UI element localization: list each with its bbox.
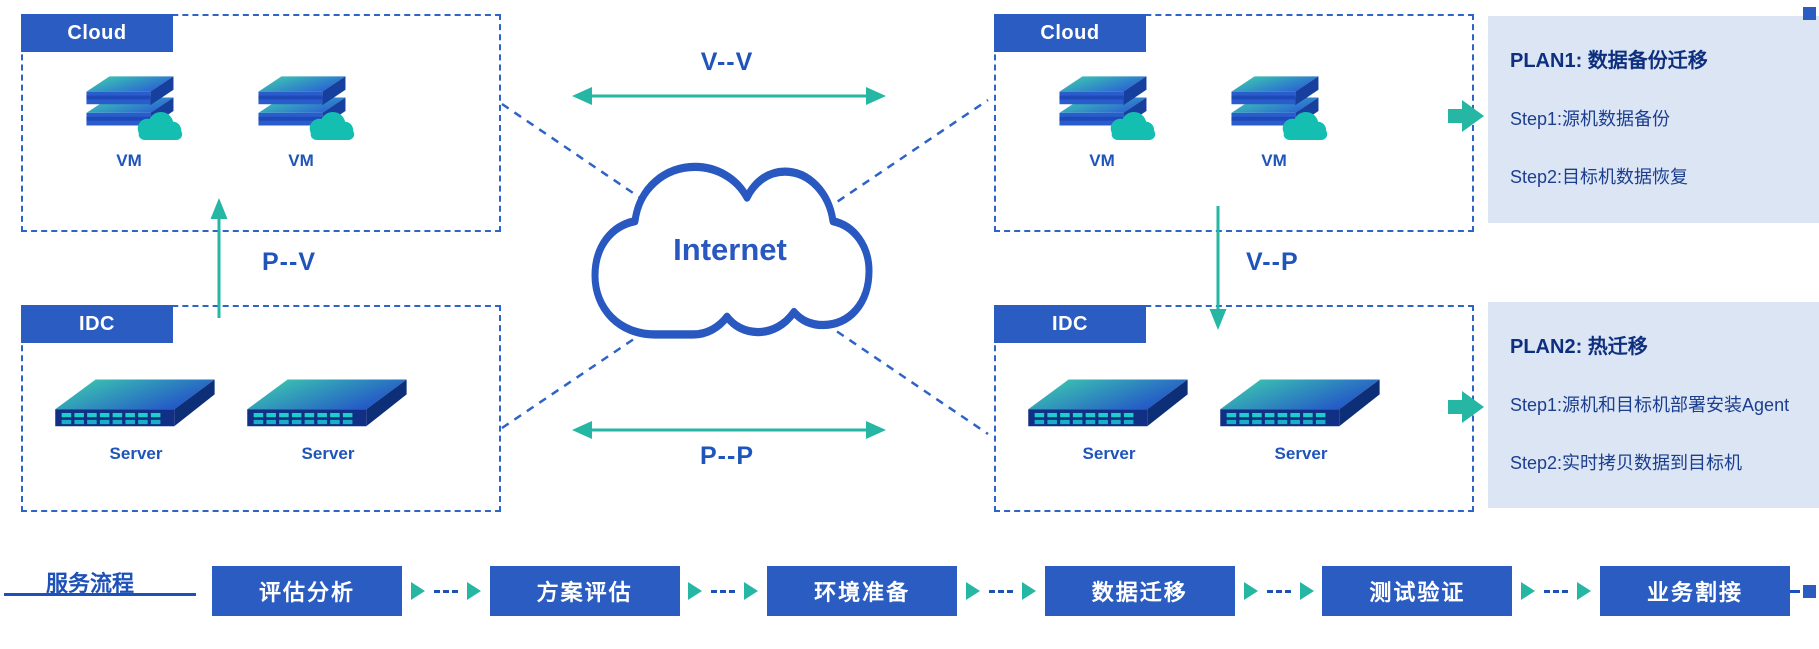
flow-step-2: 方案评估 <box>489 566 680 616</box>
idc-group-left: IDC Server Server <box>21 305 501 512</box>
vm-label: VM <box>288 151 314 170</box>
vm-icon <box>1216 76 1332 146</box>
flow-arrow-icon <box>1577 582 1592 600</box>
idc-left-tag: IDC <box>21 305 173 343</box>
flow-end-marker <box>1789 584 1819 598</box>
flow-arrow-icon <box>744 582 759 600</box>
cloud-left-tag: Cloud <box>21 14 173 52</box>
plan1-title: PLAN1: 数据备份迁移 <box>1510 50 1708 72</box>
cloud-right-content: VM VM <box>996 16 1472 171</box>
idc-group-right: IDC Server Server <box>994 305 1474 512</box>
plan1-step2: Step2:目标机数据恢复 <box>1510 167 1689 187</box>
flow-step-6: 业务割接 <box>1599 566 1790 616</box>
server-device: Server <box>1024 371 1194 464</box>
vm-icon <box>71 76 187 146</box>
flow-arrow-icon <box>965 582 980 600</box>
server-label: Server <box>1274 444 1328 463</box>
flow-step-5: 测试验证 <box>1322 566 1513 616</box>
plan2-step2: Step2:实时拷贝数据到目标机 <box>1510 453 1743 473</box>
internet-label: Internet <box>673 232 787 267</box>
flow-arrow-icon <box>1243 582 1258 600</box>
flow-connector <box>1235 582 1323 600</box>
service-flow: 服务流程 评估分析 方案评估 环境准备 数据迁移 测试验证 <box>0 566 1819 616</box>
server-device: Server <box>1216 371 1386 464</box>
vm-device: VM <box>1216 76 1332 171</box>
flow-step-1: 评估分析 <box>212 566 402 616</box>
plan2-step1: Step1:源机和目标机部署安装Agent <box>1510 395 1790 415</box>
idc-right-tag: IDC <box>994 305 1146 343</box>
plan2-title: PLAN2: 热迁移 <box>1510 336 1648 358</box>
vm-icon <box>1044 76 1160 146</box>
server-icon <box>1216 371 1386 439</box>
plan2-panel: PLAN2: 热迁移 Step1:源机和目标机部署安装Agent Step2:实… <box>1488 302 1819 508</box>
flow-label: 服务流程 <box>46 571 135 596</box>
link-label-v-p: V--P <box>1246 248 1299 276</box>
cloud-right-tag: Cloud <box>994 14 1146 52</box>
flow-arrow-icon <box>410 582 425 600</box>
vm-device: VM <box>71 76 187 171</box>
dashed-link-cloudleft-idcright <box>501 102 989 436</box>
link-label-p-v: P--V <box>262 248 316 276</box>
arrow-v-v <box>572 87 886 105</box>
flow-dash <box>1544 589 1569 593</box>
arrow-p-p <box>572 421 886 439</box>
plan1-step1: Step1:源机数据备份 <box>1510 109 1671 129</box>
flow-dash <box>988 589 1013 593</box>
flow-arrow-icon <box>1521 582 1536 600</box>
flow-dash <box>1266 589 1291 593</box>
vm-icon <box>243 76 359 146</box>
flow-dash <box>711 589 736 593</box>
server-icon <box>51 371 221 439</box>
plan1-panel: PLAN1: 数据备份迁移 Step1:源机数据备份 Step2:目标机数据恢复 <box>1488 16 1819 223</box>
flow-end-square <box>1802 584 1816 598</box>
vm-device: VM <box>1044 76 1160 171</box>
vm-label: VM <box>1261 151 1287 170</box>
flow-connector <box>1512 582 1600 600</box>
vm-label: VM <box>1089 151 1115 170</box>
vm-device: VM <box>243 76 359 171</box>
server-label: Server <box>301 444 355 463</box>
server-label: Server <box>109 444 163 463</box>
flow-dash <box>1789 589 1800 593</box>
corner-marker <box>1803 7 1816 20</box>
flow-arrow-icon <box>688 582 703 600</box>
server-label: Server <box>1082 444 1136 463</box>
idc-left-content: Server Server <box>23 307 499 464</box>
cloud-left-content: VM VM <box>23 16 499 171</box>
idc-right-content: Server Server <box>996 307 1472 464</box>
flow-dash <box>433 589 458 593</box>
cloud-group-right: Cloud VM VM <box>994 14 1474 232</box>
server-device: Server <box>243 371 413 464</box>
link-label-v-v: V--V <box>700 48 754 76</box>
flow-connector <box>680 582 768 600</box>
flow-step-4: 数据迁移 <box>1044 566 1235 616</box>
cloud-group-left: Cloud VM VM <box>21 14 501 232</box>
flow-arrow-icon <box>1299 582 1314 600</box>
server-icon <box>1024 371 1194 439</box>
link-label-p-p: P--P <box>700 442 754 470</box>
flow-step-3: 环境准备 <box>767 566 958 616</box>
flow-arrow-icon <box>466 582 481 600</box>
flow-label-underline <box>4 593 196 596</box>
server-device: Server <box>51 371 221 464</box>
flow-label-wrap: 服务流程 <box>0 566 212 616</box>
flow-connector <box>957 582 1045 600</box>
flow-arrow-icon <box>1021 582 1036 600</box>
vm-label: VM <box>116 151 142 170</box>
server-icon <box>243 371 413 439</box>
flow-connector <box>402 582 490 600</box>
